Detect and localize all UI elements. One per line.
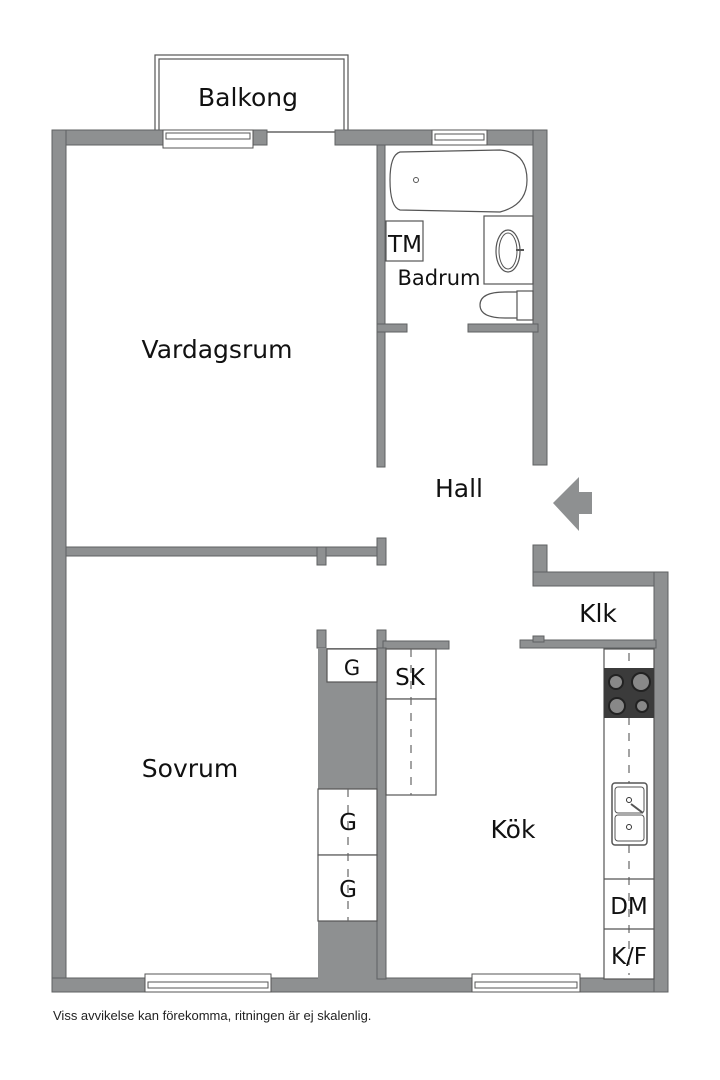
- stove-icon: [604, 668, 654, 718]
- outer-walls: [51, 129, 669, 993]
- fixture-label-tm: TM: [387, 232, 422, 258]
- toilet: [479, 291, 519, 319]
- fixture-label-g1: G: [344, 656, 360, 680]
- entrance-arrow-icon: [553, 477, 592, 531]
- room-label-badrum: Badrum: [397, 266, 480, 290]
- windows: [144, 129, 581, 993]
- fixture-label-sk: SK: [395, 665, 426, 691]
- room-label-vardagsrum: Vardagsrum: [142, 335, 293, 364]
- room-label-sovrum: Sovrum: [142, 754, 238, 783]
- kitchen-sink-icon: [611, 782, 648, 846]
- room-label-balkong: Balkong: [198, 83, 298, 112]
- bathroom-fixtures: [385, 149, 534, 321]
- fixture-label-g3: G: [339, 877, 357, 903]
- fixture-label-dm: DM: [610, 894, 648, 920]
- room-label-klk: Klk: [579, 599, 617, 628]
- window-kitchen: [471, 973, 581, 993]
- window-living-room: [162, 129, 254, 149]
- disclaimer-text: Viss avvikelse kan förekomma, ritningen …: [53, 1008, 372, 1023]
- wardrobes: [317, 648, 437, 922]
- kitchen-counter: [603, 648, 655, 980]
- window-bathroom: [431, 129, 488, 146]
- fixture-label-kf: K/F: [611, 944, 647, 970]
- window-bedroom: [144, 973, 272, 993]
- bathtub: [389, 149, 528, 213]
- room-label-kok: Kök: [491, 815, 536, 844]
- room-label-hall: Hall: [435, 474, 483, 503]
- fixture-label-g2: G: [339, 810, 357, 836]
